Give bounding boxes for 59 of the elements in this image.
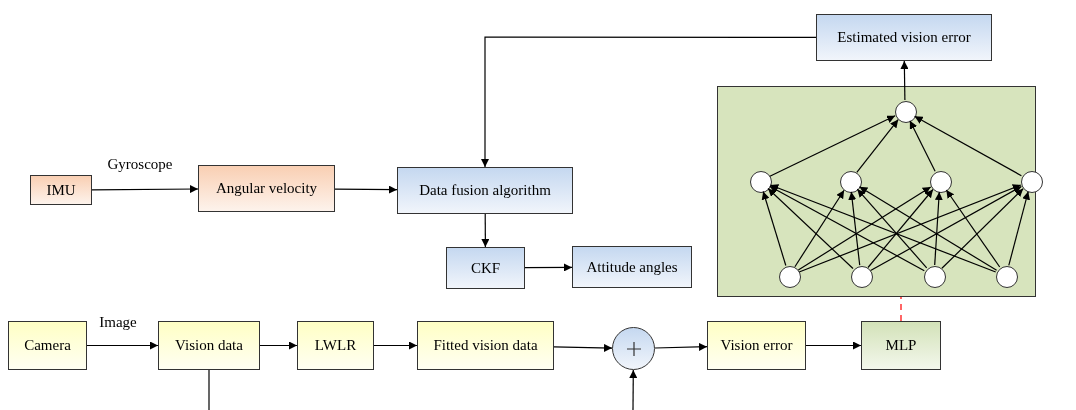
process-box — [8, 321, 87, 370]
arrow — [481, 213, 490, 248]
process-box — [446, 247, 525, 289]
arrow — [524, 263, 573, 272]
box-label: LWLR — [314, 336, 357, 355]
arrow — [769, 115, 896, 177]
box-label: Attitude angles — [586, 257, 678, 277]
process-box — [297, 321, 374, 370]
process-box — [158, 321, 260, 370]
process-box — [397, 167, 573, 214]
arrow — [373, 341, 418, 350]
arrow — [654, 342, 708, 351]
box-label: Angular velocity — [215, 179, 318, 198]
arrow — [856, 188, 928, 269]
arrow — [769, 184, 997, 273]
arrow — [945, 189, 1001, 268]
arrow — [870, 185, 1022, 272]
arrow — [798, 184, 1022, 273]
arrow — [334, 185, 398, 194]
box-label: MLP — [885, 336, 917, 355]
arrow — [553, 343, 613, 352]
process-box — [572, 246, 692, 288]
box-label: Data fusion algorithm — [419, 181, 551, 200]
process-box — [417, 321, 554, 370]
arrow — [629, 369, 638, 410]
arrow — [794, 189, 845, 268]
process-box — [816, 14, 992, 61]
arrow — [805, 341, 862, 350]
arrow — [259, 341, 298, 350]
arrow — [848, 191, 861, 266]
arrow — [909, 120, 936, 172]
arrow — [91, 185, 199, 194]
process-box — [30, 175, 92, 205]
arrow — [86, 341, 159, 350]
process-box — [861, 321, 941, 370]
arrow — [481, 36, 817, 168]
arrow — [914, 115, 1022, 177]
arrow — [797, 186, 932, 271]
box-label: Camera — [24, 336, 71, 355]
process-box — [707, 321, 806, 370]
box-label: Vision error — [720, 336, 793, 355]
box-label: Estimated vision error — [837, 28, 971, 47]
process-box — [198, 165, 335, 212]
arrow — [900, 60, 909, 101]
dashed-line — [900, 296, 902, 322]
arrow — [856, 119, 899, 173]
arrow — [867, 188, 934, 269]
arrow — [767, 187, 854, 270]
arrow — [1008, 191, 1031, 266]
box-label: IMU — [46, 180, 76, 200]
box-label: Fitted vision data — [433, 336, 538, 355]
arrow — [934, 191, 943, 266]
summing-junction — [612, 327, 655, 370]
arrow — [761, 190, 787, 267]
arrow — [769, 185, 925, 272]
arrow — [858, 186, 998, 271]
arrow — [941, 188, 1024, 269]
box-label: Vision data — [175, 336, 243, 355]
box-label: CKF — [470, 258, 501, 278]
